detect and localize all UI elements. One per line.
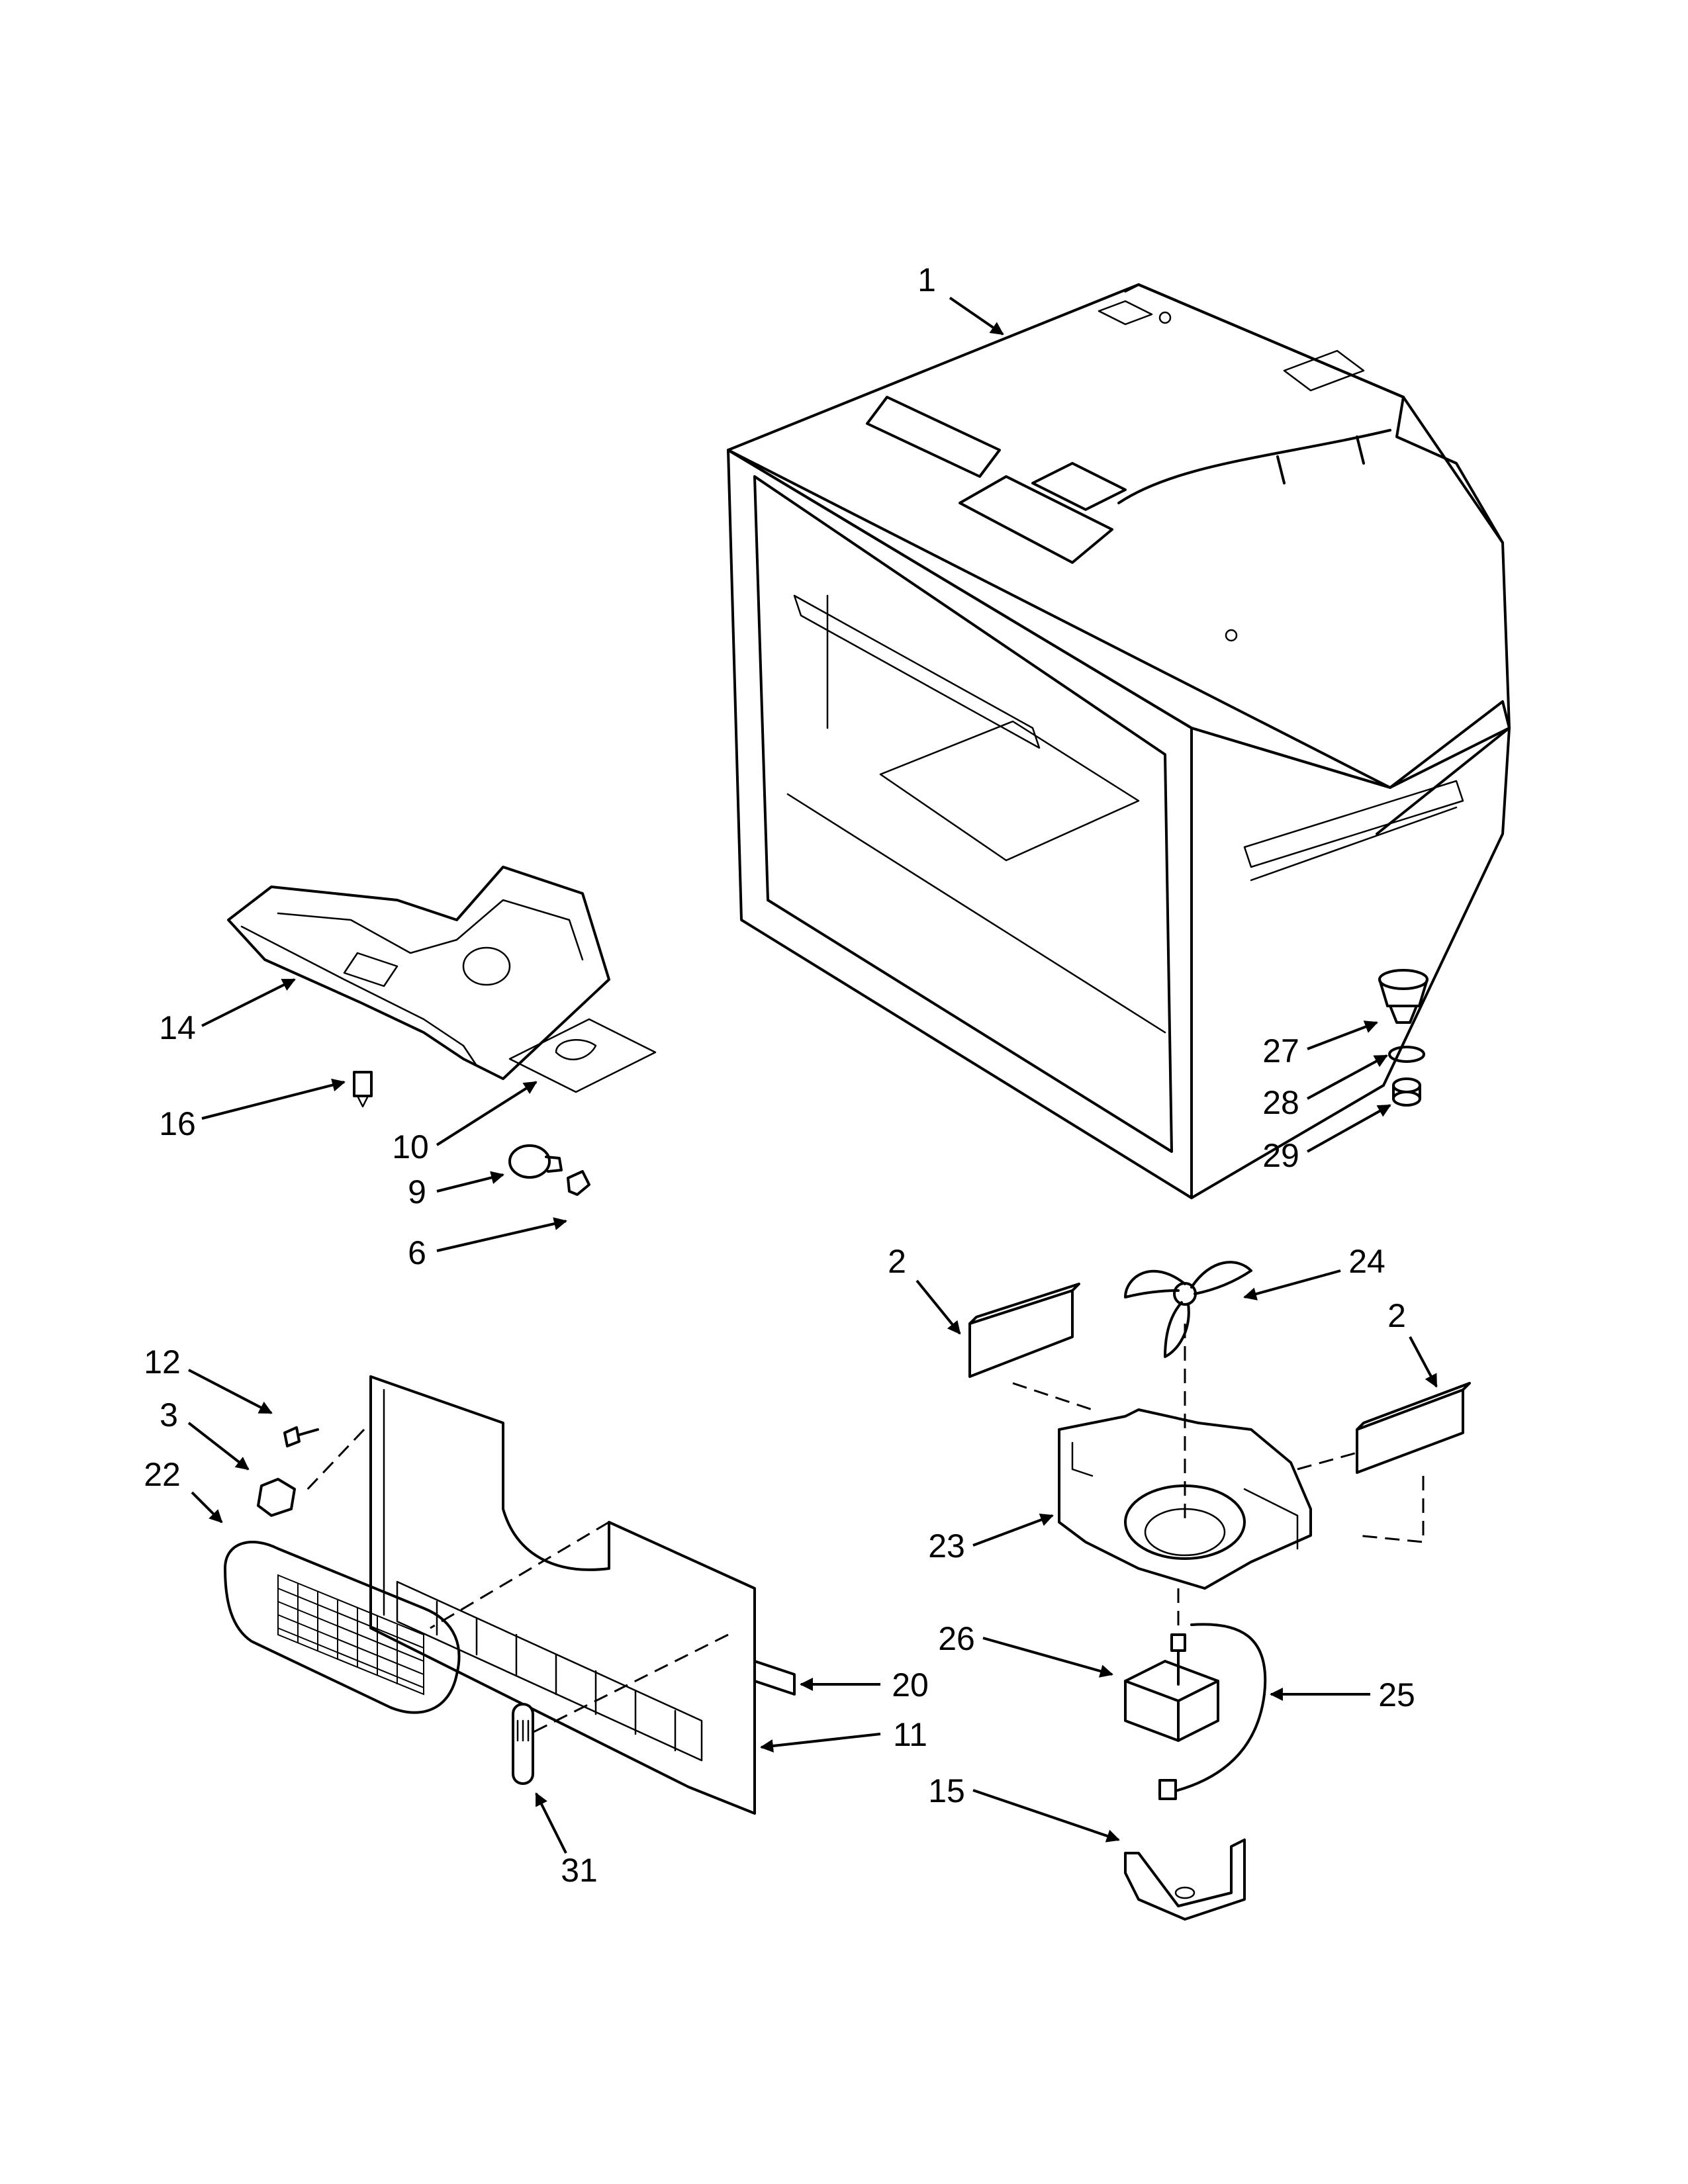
callout-22: 22 — [144, 1456, 181, 1493]
drain-plug — [1392, 1077, 1421, 1107]
callout-28: 28 — [1262, 1084, 1299, 1121]
callout-10: 10 — [392, 1128, 429, 1165]
light-housing — [227, 866, 610, 1080]
callout-14: 14 — [159, 1009, 196, 1046]
callout-2-right: 2 — [1387, 1297, 1406, 1334]
callout-20: 20 — [892, 1666, 929, 1704]
callout-2-left: 2 — [888, 1243, 906, 1280]
motor-bracket — [1124, 1839, 1246, 1921]
callout-labels: 1 14 16 10 9 6 27 28 29 2 24 2 12 3 22 2… — [144, 261, 1415, 1889]
callout-12: 12 — [144, 1343, 181, 1381]
foam-pad-right — [1356, 1382, 1471, 1474]
callout-6: 6 — [408, 1234, 426, 1271]
assembly-lines — [303, 1324, 1425, 1735]
wire-harness — [1158, 1623, 1267, 1800]
callout-leaders — [187, 296, 1438, 1854]
callout-9: 9 — [408, 1173, 426, 1210]
callout-27: 27 — [1262, 1032, 1299, 1069]
callout-24: 24 — [1348, 1243, 1385, 1280]
freezer-liner — [727, 283, 1511, 1199]
callout-26: 26 — [938, 1620, 975, 1657]
light-switch — [353, 1071, 373, 1108]
foam-pad-left — [968, 1283, 1080, 1378]
callout-25: 25 — [1378, 1676, 1415, 1713]
vent-grille-cover — [224, 1541, 461, 1714]
callout-31: 31 — [561, 1852, 598, 1889]
callout-15: 15 — [928, 1772, 965, 1809]
fan-motor — [1124, 1633, 1219, 1742]
air-filter — [512, 1703, 534, 1785]
light-socket — [567, 1170, 590, 1196]
thermistor-clip — [257, 1478, 296, 1517]
light-shield — [508, 1018, 657, 1093]
foam-strip — [753, 1660, 796, 1696]
fan-blade — [1124, 1261, 1252, 1358]
callout-3: 3 — [160, 1396, 178, 1433]
drain-cup — [1378, 969, 1429, 1024]
light-bulb — [508, 1144, 563, 1179]
callout-29: 29 — [1262, 1137, 1299, 1174]
rear-air-duct-panel — [369, 1375, 756, 1815]
screw — [283, 1426, 319, 1447]
callout-11: 11 — [893, 1716, 927, 1753]
callout-16: 16 — [159, 1105, 196, 1142]
drain-gasket — [1388, 1046, 1425, 1063]
callout-1: 1 — [917, 261, 936, 298]
callout-23: 23 — [928, 1527, 965, 1565]
